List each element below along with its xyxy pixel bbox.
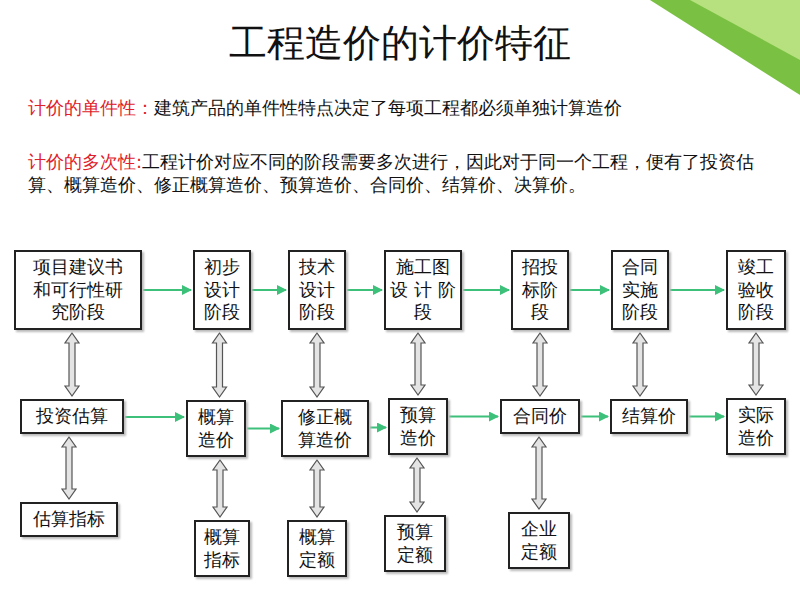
flow-arrow <box>252 289 286 291</box>
stage-box: 企业 定额 <box>508 512 570 569</box>
double-arrow <box>62 437 76 499</box>
double-arrow <box>633 333 647 396</box>
stage-box: 概算 指标 <box>194 520 250 577</box>
box-text: 投资估算 <box>36 405 108 428</box>
stage-box: 合同 实施 阶段 <box>611 250 669 330</box>
stage-box: 投资估算 <box>20 399 124 434</box>
double-arrow <box>411 333 425 395</box>
double-arrow <box>310 333 324 397</box>
stage-box: 结算价 <box>610 399 688 434</box>
stage-box: 预算 定额 <box>384 515 446 572</box>
box-text: 实际 造价 <box>731 404 781 449</box>
double-arrow <box>213 460 227 517</box>
box-text: 合同价 <box>513 405 567 428</box>
green-corner <box>650 0 800 95</box>
box-text: 项目建议书 和可行性研 究阶段 <box>19 256 137 324</box>
feature-heading: 计价的多次性: <box>28 151 142 172</box>
stage-box: 预算 造价 <box>388 398 448 455</box>
flow-arrow <box>689 416 724 418</box>
double-arrow <box>533 333 547 396</box>
double-arrow <box>532 437 546 509</box>
stage-box: 竣工 验收 阶段 <box>726 250 786 330</box>
feature-text: 建筑产品的单件性特点决定了每项工程都必须单独计算造价 <box>154 97 622 118</box>
box-text: 结算价 <box>622 405 676 428</box>
box-text: 竣工 验收 阶段 <box>731 256 781 324</box>
box-text: 概算 造价 <box>191 406 241 451</box>
box-text: 估算指标 <box>33 508 105 531</box>
stage-box: 技术 设计 阶段 <box>288 250 346 330</box>
stage-box: 实际 造价 <box>726 398 786 455</box>
box-text: 概算 指标 <box>199 526 245 571</box>
description-paragraph: 计价的多次性:工程计价对应不同的阶段需要多次进行，因此对于同一个工程，便有了投资… <box>28 150 773 197</box>
double-arrow <box>213 333 227 397</box>
light-green-corner <box>690 0 800 60</box>
double-arrow <box>310 460 324 517</box>
flow-arrow <box>581 416 608 418</box>
stage-box: 估算指标 <box>20 502 118 537</box>
box-text: 预算 造价 <box>393 404 443 449</box>
stage-box: 初步 设计 阶段 <box>193 250 251 330</box>
title: 工程造价的计价特征 <box>0 18 800 69</box>
double-arrow <box>749 333 763 395</box>
double-arrow <box>410 458 424 512</box>
box-text: 预算 定额 <box>389 521 441 566</box>
stage-box: 招投 标阶 段 <box>511 250 569 330</box>
flow-arrow <box>670 289 724 291</box>
stage-box: 概算 定额 <box>287 520 347 577</box>
box-text: 企业 定额 <box>513 518 565 563</box>
stage-box: 修正概 算造价 <box>281 400 369 457</box>
stage-box: 概算 造价 <box>186 400 246 457</box>
flow-arrow <box>125 416 184 418</box>
description-paragraph: 计价的单件性：建筑产品的单件性特点决定了每项工程都必须单独计算造价 <box>28 96 773 119</box>
feature-heading: 计价的单件性： <box>28 97 154 118</box>
box-text: 招投 标阶 段 <box>516 256 564 324</box>
flow-arrow <box>370 427 386 429</box>
double-arrow <box>65 333 79 396</box>
box-text: 合同 实施 阶段 <box>616 256 664 324</box>
box-text: 技术 设计 阶段 <box>293 256 341 324</box>
stage-box: 项目建议书 和可行性研 究阶段 <box>14 250 142 330</box>
flow-arrow <box>463 289 509 291</box>
flow-arrow <box>570 289 609 291</box>
box-text: 初步 设计 阶段 <box>198 256 246 324</box>
box-text: 概算 定额 <box>292 526 342 571</box>
box-text: 施工图 设 计 阶 段 <box>389 256 457 324</box>
flow-arrow <box>449 416 498 418</box>
flow-arrow <box>143 289 191 291</box>
flow-arrow <box>247 428 279 430</box>
flow-arrow <box>347 289 382 291</box>
box-text: 修正概 算造价 <box>286 406 364 451</box>
stage-box: 合同价 <box>500 399 580 434</box>
stage-box: 施工图 设 计 阶 段 <box>384 250 462 330</box>
